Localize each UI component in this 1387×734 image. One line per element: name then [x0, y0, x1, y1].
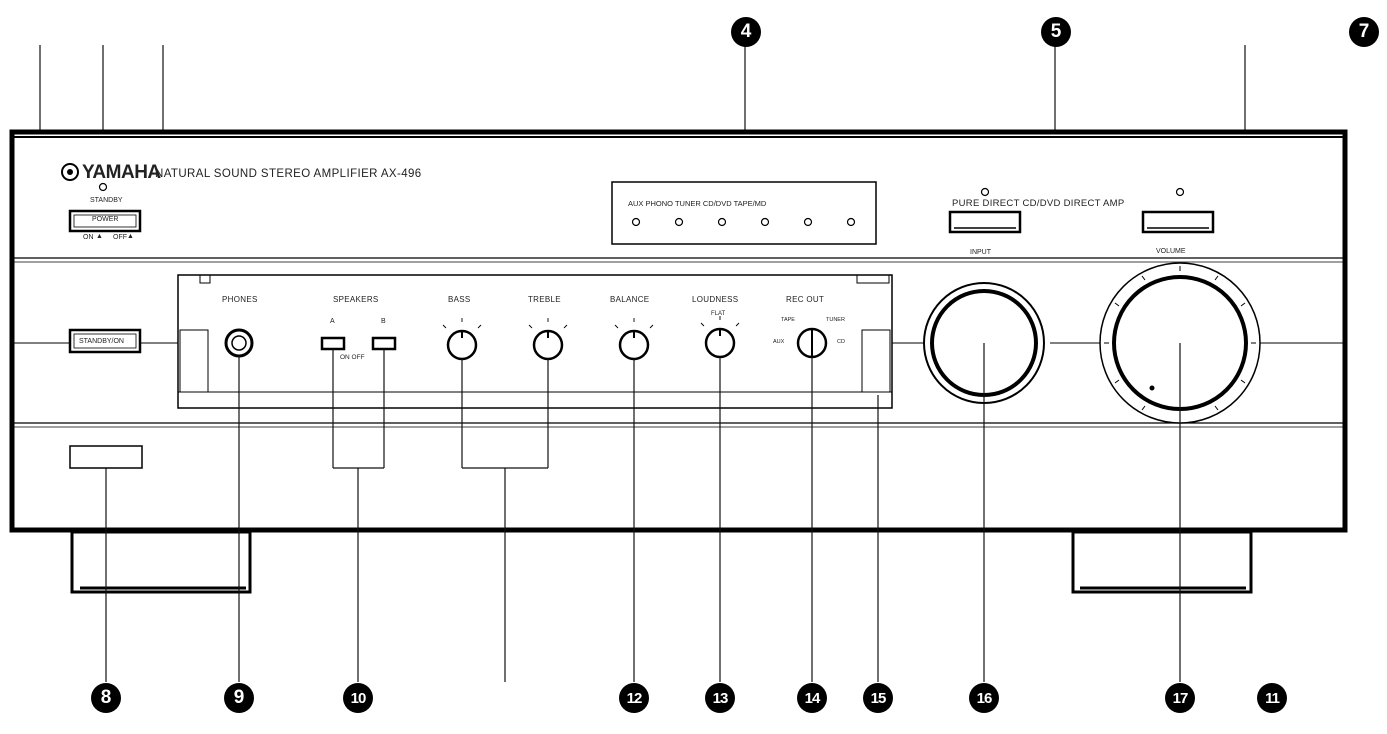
callout-11: 11: [1257, 683, 1287, 713]
loudness-label: LOUDNESS: [692, 295, 739, 304]
treble-label: TREBLE: [528, 295, 561, 304]
standby-led-label: STANDBY: [90, 197, 123, 204]
speakers-label: SPEAKERS: [333, 295, 379, 304]
phones-label: PHONES: [222, 295, 258, 304]
callout-12: 12: [619, 683, 649, 713]
callout-15: 15: [863, 683, 893, 713]
callout-9: 9: [224, 683, 254, 713]
balance-label: BALANCE: [610, 295, 650, 304]
volume-label: VOLUME: [1156, 248, 1186, 255]
rec-out-tape-label: TAPE: [781, 317, 795, 323]
model-line: NATURAL SOUND STEREO AMPLIFIER AX-496: [155, 168, 422, 180]
pure-direct-label: PURE DIRECT CD/DVD DIRECT AMP: [952, 198, 1125, 209]
loudness-flat-label: FLAT: [711, 311, 726, 317]
rec-out-tuner-label: TUNER: [826, 317, 845, 323]
callout-8: 8: [91, 683, 121, 713]
speaker-on-off-label: ON OFF: [340, 354, 365, 361]
callout-13: 13: [705, 683, 735, 713]
speaker-a-label: A: [330, 318, 335, 325]
callout-14: 14: [797, 683, 827, 713]
callout-7: 7: [1349, 17, 1379, 47]
rec-out-aux-label: AUX: [773, 339, 785, 345]
input-label: INPUT: [970, 249, 991, 256]
input-indicator-labels: AUX PHONO TUNER CD/DVD TAPE/MD: [628, 199, 767, 208]
power-button-label: POWER: [92, 216, 119, 223]
power-on-arrow-icon: ▲: [96, 233, 103, 240]
callout-10: 10: [343, 683, 373, 713]
callout-17: 17: [1165, 683, 1195, 713]
callout-16: 16: [969, 683, 999, 713]
power-off-arrow-icon: ▲: [127, 233, 134, 240]
yamaha-logo: YAMAHA: [82, 162, 161, 183]
rec-out-cd-label: CD: [837, 339, 845, 345]
rec-out-label: REC OUT: [786, 295, 825, 304]
callout-4: 4: [731, 17, 761, 47]
standby-on-label: STANDBY/ON: [79, 338, 124, 345]
callout-5: 5: [1041, 17, 1071, 47]
power-off-label: OFF: [113, 234, 127, 241]
power-on-label: ON: [83, 234, 94, 241]
speaker-b-label: B: [381, 318, 386, 325]
bass-label: BASS: [448, 295, 471, 304]
